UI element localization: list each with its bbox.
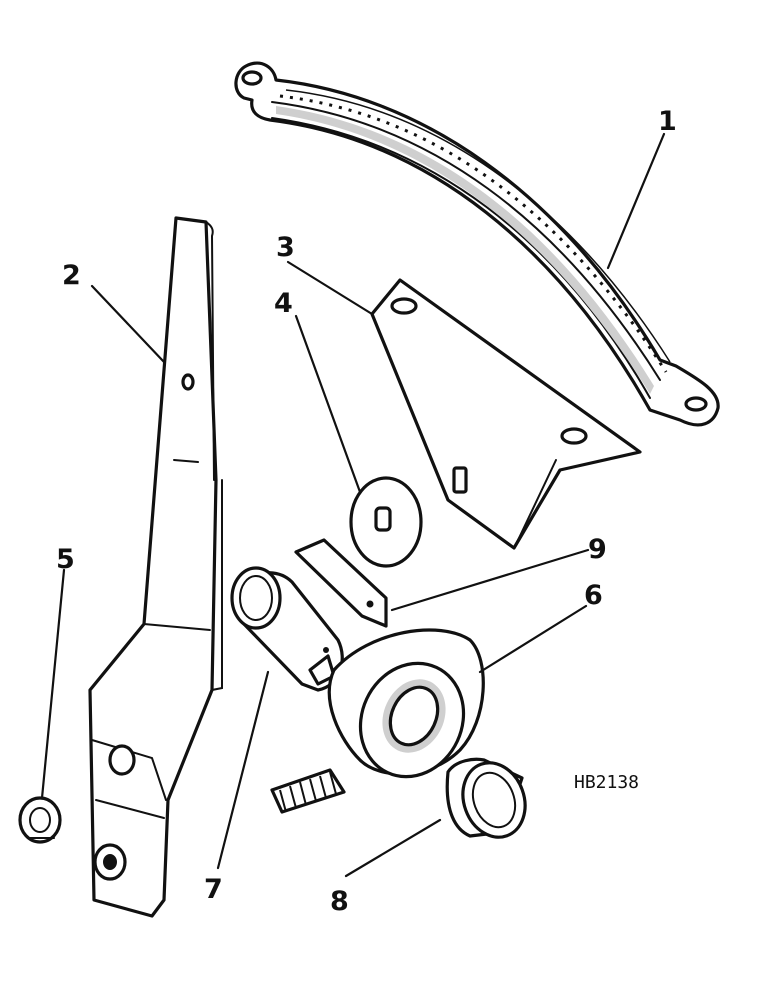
callout-7: 7 xyxy=(204,874,223,905)
leader-line-4 xyxy=(294,314,362,494)
leader-line-2 xyxy=(90,284,166,364)
part-9-clip-plate xyxy=(294,538,388,628)
part-6-threaded-pivot xyxy=(270,628,485,814)
part-5-nut xyxy=(18,796,62,844)
callout-4: 4 xyxy=(274,288,293,319)
callout-labels: 1 2 3 4 5 6 7 8 9 xyxy=(56,106,677,917)
callout-1: 1 xyxy=(658,106,677,137)
leader-line-7 xyxy=(216,670,270,870)
figure-code: HB2138 xyxy=(574,772,639,793)
leader-line-6 xyxy=(478,604,588,674)
leader-line-8 xyxy=(344,818,442,878)
leader-line-9 xyxy=(390,548,590,612)
leader-line-1 xyxy=(606,132,666,270)
callout-8: 8 xyxy=(330,886,349,917)
part-4-disc xyxy=(349,476,423,568)
part-8-ring-sleeve xyxy=(445,757,527,839)
leader-lines xyxy=(40,132,666,878)
leader-line-5 xyxy=(40,568,66,800)
part-3-mounting-bracket xyxy=(370,278,642,550)
leader-line-3 xyxy=(286,260,374,316)
part-2-lever-arm xyxy=(88,216,223,918)
part-1-quadrant-scale xyxy=(234,61,720,427)
thread-lines xyxy=(279,771,337,813)
callout-9: 9 xyxy=(588,534,607,565)
scale-tick-marks xyxy=(279,94,668,373)
callout-3: 3 xyxy=(276,232,295,263)
callout-6: 6 xyxy=(584,580,603,611)
part-7-bushing xyxy=(230,566,344,692)
callout-2: 2 xyxy=(62,260,81,291)
callout-5: 5 xyxy=(56,544,75,575)
